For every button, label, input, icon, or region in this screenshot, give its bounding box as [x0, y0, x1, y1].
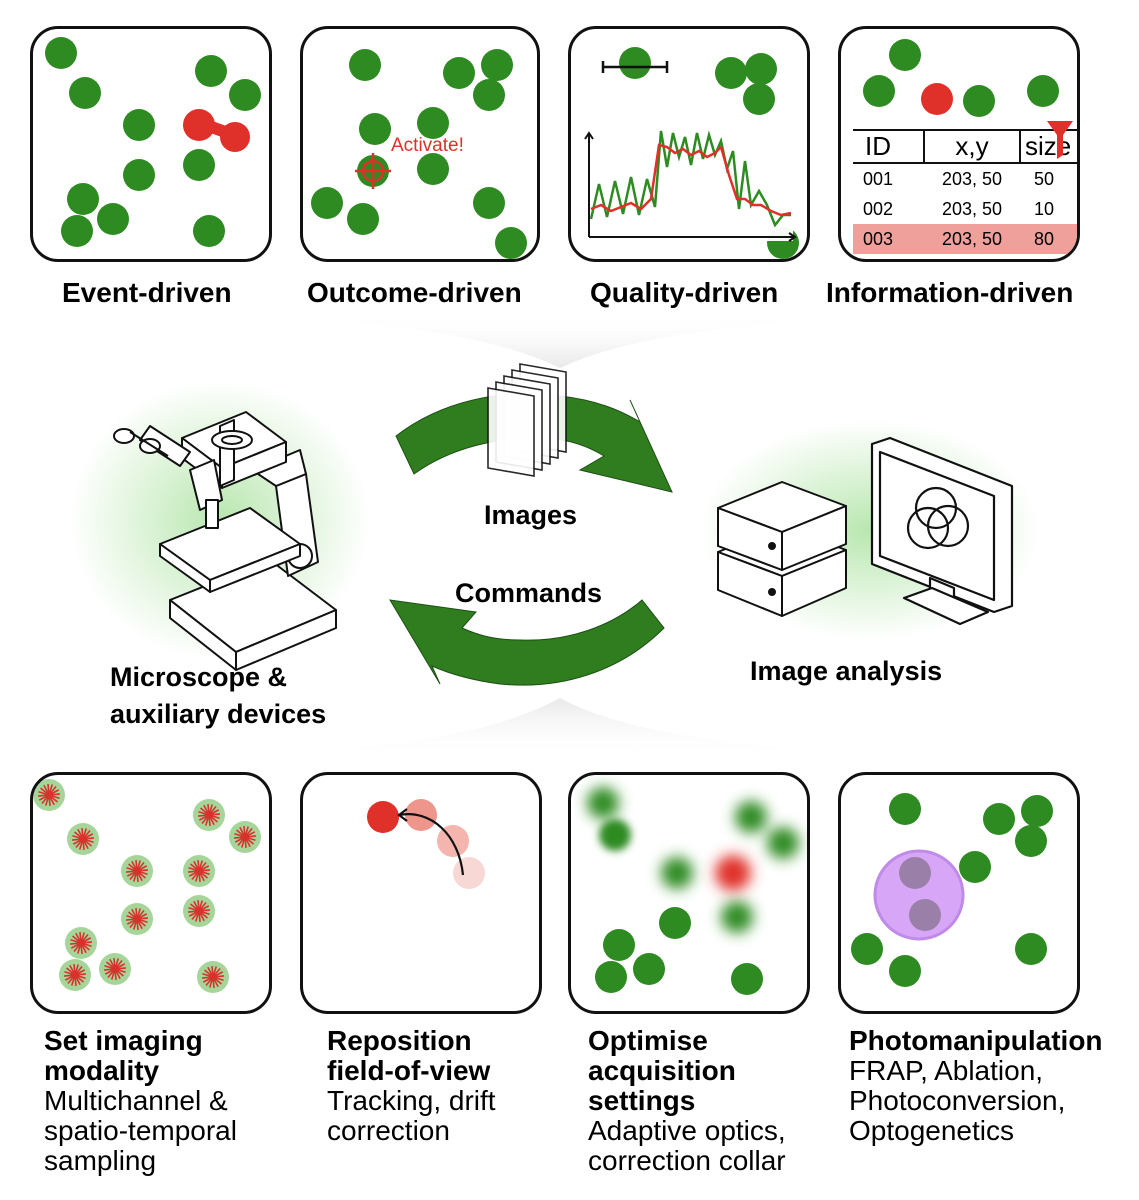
measurement-table: ID x,y size 001 203, 50 50 002 203, 50 1…: [853, 129, 1077, 254]
bottom-funnel-shade: [200, 698, 940, 758]
caption-title: Optimise: [588, 1025, 708, 1056]
multichannel-cell: [193, 799, 225, 831]
server-icon: [717, 481, 847, 617]
smoothed-signal-line: [590, 143, 792, 217]
scale-bar: [601, 61, 669, 73]
caption-description: Tracking, drift: [327, 1085, 496, 1116]
optimise-caption: Optimise acquisition settings Adaptive o…: [588, 1026, 786, 1176]
caption-description: FRAP, Ablation,: [849, 1055, 1044, 1086]
multichannel-cell: [183, 895, 215, 927]
multichannel-cells: [33, 779, 261, 993]
table-cell: 50: [1034, 168, 1055, 189]
table-cell: 002: [863, 198, 894, 219]
microscope-icon: [113, 411, 337, 671]
caption-description: Optogenetics: [849, 1115, 1014, 1146]
quality-driven-content: [584, 47, 799, 259]
caption-description: correction: [327, 1115, 450, 1146]
information-driven-cells: [863, 39, 1059, 117]
multichannel-cell: [99, 953, 131, 985]
table-row: 001 203, 50 50: [853, 163, 1077, 194]
multichannel-cell: [197, 961, 229, 993]
photomanipulation-cells: [851, 793, 1053, 987]
activate-callout: Activate!: [391, 135, 464, 156]
table-row: 002 203, 50 10: [853, 194, 1077, 224]
information-driven-panel: ID x,y size 001 203, 50 50 002 203, 50 1…: [838, 26, 1080, 262]
outcome-driven-cells: [311, 49, 527, 259]
table-cell: 203, 50: [941, 228, 1003, 249]
caption-description: correction collar: [588, 1145, 786, 1176]
table-cell: 001: [863, 168, 894, 189]
outcome-driven-caption: Outcome-driven: [307, 277, 522, 308]
blurred-cells: [587, 787, 799, 995]
monitor-icon: [870, 436, 1014, 626]
table-cell: 203, 50: [941, 198, 1003, 219]
table-cell: 203, 50: [941, 168, 1003, 189]
reposition-field-of-view-panel: [300, 772, 542, 1014]
event-driven-panel: [30, 26, 272, 262]
tracking-arrow: [398, 813, 465, 876]
caption-title: Set imaging: [44, 1025, 203, 1056]
caption-title: field-of-view: [327, 1055, 491, 1086]
set-imaging-modality-caption: Set imaging modality Multichannel & spat…: [44, 1026, 237, 1176]
photomanipulation-caption: Photomanipulation FRAP, Ablation, Photoc…: [849, 1026, 1103, 1146]
multichannel-cell: [65, 927, 97, 959]
raw-signal-line: [589, 130, 791, 228]
multichannel-cell: [33, 779, 65, 811]
quality-driven-caption: Quality-driven: [590, 277, 779, 308]
optimise-acquisition-panel: [568, 772, 810, 1014]
multichannel-cell: [59, 959, 91, 991]
plot-axes: [584, 131, 797, 242]
information-driven-caption: Information-driven: [826, 277, 1074, 308]
caption-description: Multichannel &: [44, 1085, 228, 1116]
images-label: Images: [484, 500, 578, 530]
caption-title: modality: [44, 1055, 160, 1086]
caption-description: sampling: [44, 1145, 157, 1176]
multichannel-cell: [229, 821, 261, 853]
table-header-id: ID: [865, 131, 891, 161]
caption-description: spatio-temporal: [44, 1115, 237, 1146]
crosshair-icon: [355, 153, 391, 189]
caption-title: Photomanipulation: [849, 1025, 1103, 1056]
caption-description: Photoconversion,: [849, 1085, 1066, 1116]
outcome-driven-panel: Activate!: [300, 26, 540, 262]
quality-driven-panel: [568, 26, 810, 262]
multichannel-cell: [183, 855, 215, 887]
commands-arrow: [389, 599, 665, 686]
table-row-highlighted: 003 203, 50 80: [853, 224, 1077, 254]
event-driven-caption: Event-driven: [62, 277, 232, 308]
caption-title: acquisition: [588, 1055, 736, 1086]
image-stack-icon: [487, 363, 567, 477]
dividing-cell: [183, 109, 250, 152]
multichannel-cell: [121, 903, 153, 935]
top-funnel-shade: [200, 312, 940, 368]
caption-title: settings: [588, 1085, 696, 1116]
set-imaging-modality-panel: [30, 772, 272, 1014]
table-header-xy: x,y: [923, 130, 1021, 163]
reposition-caption: Reposition field-of-view Tracking, drift…: [327, 1026, 496, 1146]
event-driven-cells: [45, 37, 261, 247]
caption-title: Reposition: [327, 1025, 472, 1056]
table-cell: 10: [1034, 198, 1055, 219]
multichannel-cell: [67, 823, 99, 855]
tracking-trail: [367, 799, 485, 889]
microscope-label-line2: auxiliary devices: [110, 699, 327, 729]
image-analysis-label: Image analysis: [750, 656, 943, 686]
illumination-region: [873, 849, 965, 941]
photomanipulation-panel: [838, 772, 1080, 1014]
commands-label: Commands: [455, 578, 603, 608]
microscope-label-line1: Microscope &: [110, 662, 288, 692]
caption-description: Adaptive optics,: [588, 1115, 786, 1146]
table-cell: 80: [1034, 228, 1055, 249]
table-cell: 003: [863, 228, 894, 249]
multichannel-cell: [121, 855, 153, 887]
